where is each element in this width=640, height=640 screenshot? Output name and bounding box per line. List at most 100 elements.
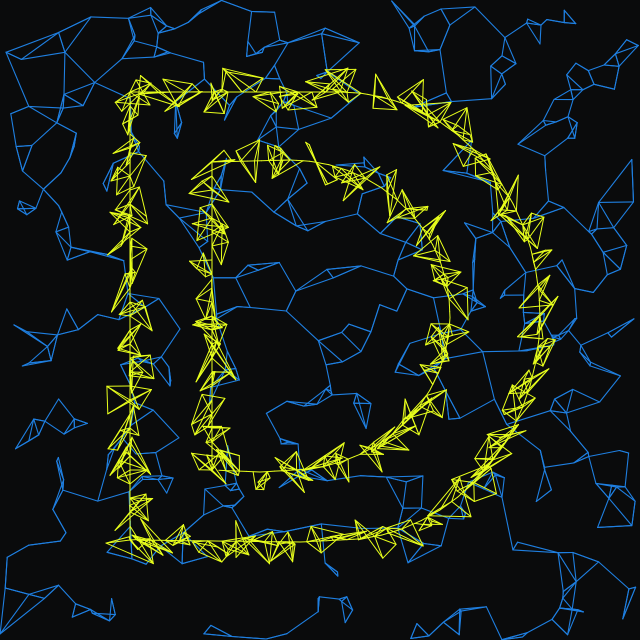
background-mesh-edge xyxy=(618,449,630,454)
background-mesh-edge xyxy=(176,122,183,139)
background-mesh-edge xyxy=(567,99,574,118)
background-mesh-edge xyxy=(73,422,88,429)
letter-d-mesh-edge xyxy=(440,278,450,300)
letter-d-mesh-edge xyxy=(211,245,222,266)
letter-d-mesh-edge xyxy=(337,458,349,466)
letter-d-mesh-edge xyxy=(207,540,223,563)
background-mesh-edge xyxy=(71,608,92,618)
letter-d-mesh-edge xyxy=(278,91,299,97)
letter-d-mesh-edge xyxy=(205,427,231,443)
background-mesh-edge xyxy=(606,268,621,276)
background-mesh-edge xyxy=(235,277,251,309)
background-mesh-edge xyxy=(278,475,300,489)
background-mesh-edge xyxy=(212,277,218,315)
letter-d-contour-edge xyxy=(370,180,377,186)
background-mesh-edge xyxy=(611,484,618,488)
letter-d-contour-edge xyxy=(529,246,533,255)
letter-d-mesh-edge xyxy=(418,389,447,407)
letter-d-mesh-edge xyxy=(320,533,344,554)
background-mesh-edge xyxy=(567,116,576,139)
background-mesh-edge xyxy=(52,508,67,534)
background-mesh-edge xyxy=(247,10,253,42)
letter-d-mesh-edge xyxy=(274,145,291,161)
letter-d-contour-edge xyxy=(360,92,369,95)
background-mesh-edge xyxy=(273,42,289,66)
letter-d-mesh-edge xyxy=(199,385,213,392)
background-mesh-edge xyxy=(165,204,180,219)
background-mesh-edge xyxy=(56,122,77,134)
background-mesh-edge xyxy=(614,44,639,55)
background-mesh-edge xyxy=(402,481,407,509)
background-mesh-edge xyxy=(506,410,551,425)
background-mesh-edge xyxy=(614,39,628,55)
letter-d-mesh-edge xyxy=(207,540,219,548)
letter-d-mesh-edge xyxy=(446,277,449,287)
background-mesh-edge xyxy=(127,292,160,300)
background-mesh-edge xyxy=(144,297,160,308)
background-mesh-edge xyxy=(504,22,528,39)
background-mesh-edge xyxy=(563,9,577,25)
letter-d-mesh-edge xyxy=(376,433,394,450)
letter-d-mesh-edge xyxy=(433,410,443,419)
background-mesh-edge xyxy=(567,116,578,124)
letter-d-mesh-edge xyxy=(192,315,213,326)
letter-d-mesh-edge xyxy=(211,343,237,381)
letter-d-mesh-edge xyxy=(359,441,375,455)
background-mesh-edge xyxy=(504,271,527,291)
background-mesh-edge xyxy=(6,544,30,558)
letter-d-mesh-edge xyxy=(191,452,200,471)
background-mesh-edge xyxy=(419,223,423,251)
background-mesh-edge xyxy=(181,532,184,565)
letter-d-contour-edge xyxy=(328,164,336,167)
background-mesh-edge xyxy=(120,360,143,366)
letter-d-mesh-edge xyxy=(129,354,151,359)
background-mesh-edge xyxy=(444,351,484,360)
letter-d-mesh-edge xyxy=(449,323,470,333)
letter-d-mesh-edge xyxy=(342,166,381,202)
background-mesh-edge xyxy=(286,611,319,635)
background-mesh-edge xyxy=(544,155,547,171)
background-mesh-edge xyxy=(28,540,61,546)
letter-d-mesh-edge xyxy=(374,535,384,559)
letter-d-mesh-edge xyxy=(211,287,216,321)
background-mesh-edge xyxy=(10,105,30,115)
background-mesh-edge xyxy=(10,113,17,148)
letter-d-mesh-edge xyxy=(401,519,412,530)
letter-d-mesh-edge xyxy=(117,413,131,451)
background-mesh-edge xyxy=(56,93,65,124)
letter-d-mesh-edge xyxy=(429,348,447,365)
letter-d-mesh-edge xyxy=(427,509,441,517)
letter-d-mesh-edge xyxy=(447,334,453,338)
letter-d-mesh-edge xyxy=(118,299,143,315)
letter-d-mesh-edge xyxy=(396,96,416,110)
letter-d-mesh-edge xyxy=(425,389,447,396)
background-mesh-edge xyxy=(464,222,494,234)
letter-d-mesh-edge xyxy=(129,203,133,216)
letter-d-mesh-edge xyxy=(110,166,119,182)
letter-d-contour-edge xyxy=(508,196,514,205)
letter-d-mesh-edge xyxy=(135,79,151,106)
background-mesh-edge xyxy=(263,42,289,48)
letter-d-mesh-edge xyxy=(485,153,503,185)
background-mesh-edge xyxy=(108,598,113,622)
background-mesh-edge xyxy=(175,101,178,139)
letter-d-mesh-edge xyxy=(501,384,513,411)
letter-d-mesh-edge xyxy=(131,534,152,541)
letter-d-mesh-edge xyxy=(225,470,239,476)
background-mesh-edge xyxy=(181,556,208,565)
letter-d-mesh-edge xyxy=(140,518,152,541)
background-mesh-edge xyxy=(561,259,576,290)
letter-d-mesh-edge xyxy=(430,264,448,287)
letter-d-mesh-edge xyxy=(341,166,381,184)
background-mesh-edge xyxy=(235,368,240,381)
letter-d-mesh-edge xyxy=(128,375,155,380)
letter-d-mesh-edge xyxy=(425,323,450,346)
letter-d-mesh-edge xyxy=(451,130,471,136)
background-mesh-edge xyxy=(293,104,332,119)
letter-d-mesh-edge xyxy=(428,101,452,128)
letter-d-mesh-edge xyxy=(452,143,485,162)
letter-d-mesh-edge xyxy=(255,77,264,93)
background-mesh-edge xyxy=(618,44,639,67)
background-mesh-edge xyxy=(4,556,8,589)
background-mesh-edge xyxy=(551,618,569,636)
